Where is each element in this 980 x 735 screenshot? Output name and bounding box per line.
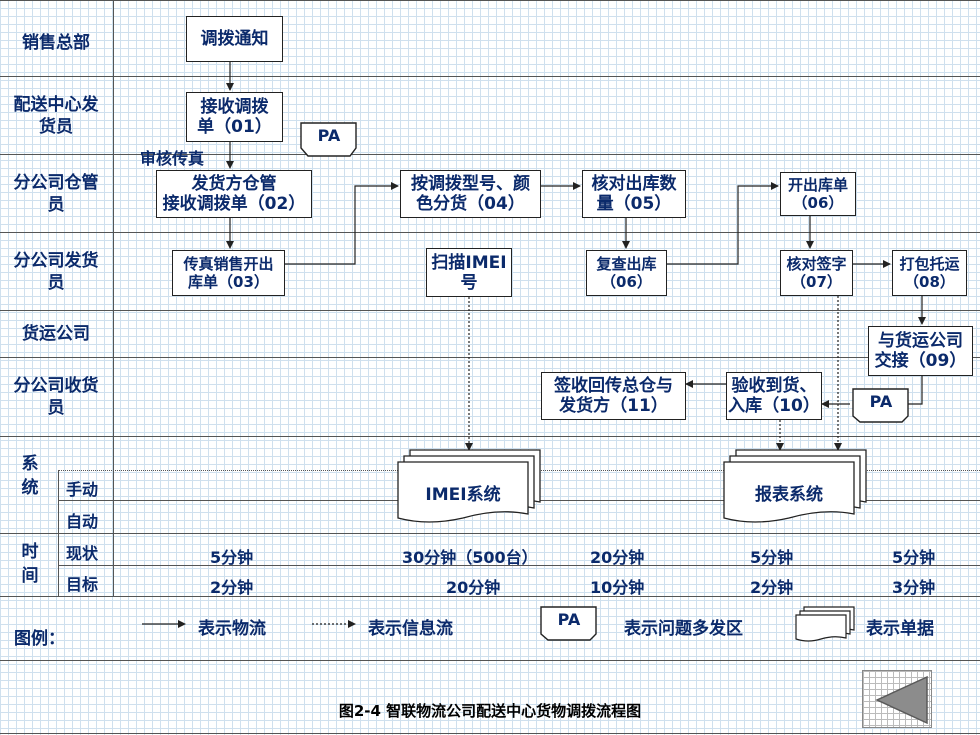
time-target-3: 10分钟 xyxy=(590,578,645,597)
pa-label-2: PA xyxy=(869,392,893,411)
time-target: 目标 xyxy=(66,575,99,594)
legend-pa-shape xyxy=(540,606,597,641)
left-triangle-icon xyxy=(875,675,928,725)
legend-problem-area: 表示问题多发区 xyxy=(624,619,743,639)
pa-shape-1 xyxy=(300,122,357,157)
time-target-2: 20分钟 xyxy=(446,578,501,597)
system-label: 系 统 xyxy=(21,454,39,498)
report-system-label: 报表系统 xyxy=(755,485,823,505)
legend-info-flow: 表示信息流 xyxy=(368,619,453,639)
time-current-4: 5分钟 xyxy=(750,548,794,567)
box-open-out-order: 开出库单 （06） xyxy=(780,172,856,216)
box-handover-freight: 与货运公司 交接（09） xyxy=(868,326,973,376)
pa-label-1: PA xyxy=(317,126,341,145)
legend-material-flow: 表示物流 xyxy=(198,619,266,639)
time-target-1: 2分钟 xyxy=(210,578,254,597)
figure-caption: 图2-4 智联物流公司配送中心货物调拨流程图 xyxy=(338,702,642,720)
time-current-2: 30分钟（500台） xyxy=(402,548,538,567)
time-current: 现状 xyxy=(66,544,99,563)
box-sort-by-model: 按调拨型号、颜 色分货（04） xyxy=(400,170,541,218)
lane-freight-company: 货运公司 xyxy=(22,324,90,344)
system-auto: 自动 xyxy=(66,512,99,531)
report-system-docs xyxy=(723,449,867,523)
legend-pa-label: PA xyxy=(557,610,581,629)
legend-solid-arrow xyxy=(142,620,186,628)
imei-system-label: IMEI系统 xyxy=(425,485,501,505)
review-fax-note: 审核传真 xyxy=(140,149,205,168)
legend-dotted-arrow xyxy=(312,620,356,628)
box-pack-ship: 打包托运 （08） xyxy=(892,250,967,296)
time-label: 时 间 xyxy=(21,542,39,586)
box-check-quantity: 核对出库数 量（05） xyxy=(582,170,686,218)
box-fax-sales-out: 传真销售开出 库单（03） xyxy=(172,250,285,296)
box-recheck-out: 复查出库 （06） xyxy=(586,250,667,296)
lane-dc-shipper: 配送中心发 货员 xyxy=(13,95,99,137)
legend-doc-icon xyxy=(795,606,855,642)
time-target-4: 2分钟 xyxy=(750,578,794,597)
box-receive-transfer-order: 接收调拨 单（01） xyxy=(186,92,283,142)
box-check-sign: 核对签字 （07） xyxy=(780,250,853,296)
lane-branch-warehouse: 分公司仓管 员 xyxy=(13,173,99,215)
box-accept-warehouse-in: 验收到货、 入库（10） xyxy=(726,372,822,420)
lane-branch-receiver: 分公司收货 员 xyxy=(13,376,99,418)
legend-documents: 表示单据 xyxy=(866,619,934,639)
time-target-5: 3分钟 xyxy=(892,578,936,597)
imei-system-docs xyxy=(397,449,541,523)
time-current-1: 5分钟 xyxy=(210,548,254,567)
legend-title: 图例： xyxy=(14,629,65,649)
lane-branch-shipper: 分公司发货 员 xyxy=(13,251,99,293)
time-current-5: 5分钟 xyxy=(892,548,936,567)
lane-sales-hq: 销售总部 xyxy=(22,33,90,53)
box-scan-imei: 扫描IMEI 号 xyxy=(426,248,512,297)
pa-shape-2 xyxy=(852,388,909,423)
box-signback: 签收回传总仓与 发货方（11） xyxy=(541,372,686,420)
system-manual: 手动 xyxy=(66,480,99,499)
box-transfer-notice: 调拨通知 xyxy=(186,16,283,62)
box-warehouse-receive: 发货方仓管 接收调拨单（02） xyxy=(156,170,312,218)
back-nav-button[interactable] xyxy=(862,670,932,728)
time-current-3: 20分钟 xyxy=(590,548,645,567)
